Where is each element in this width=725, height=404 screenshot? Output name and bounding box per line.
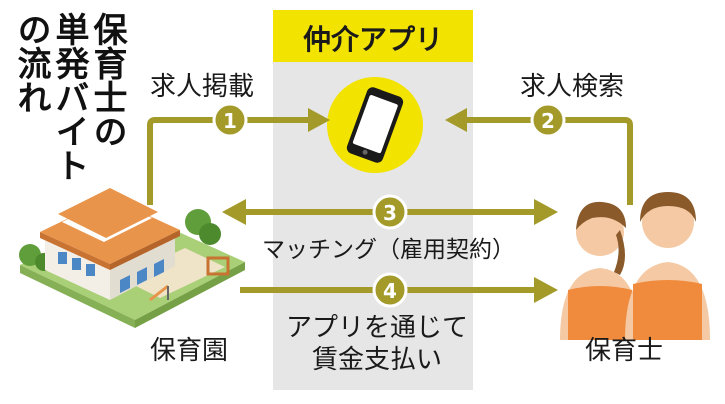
arrow-step-2 xyxy=(445,108,633,205)
nursery-building-illustration xyxy=(19,188,245,328)
app-header-title: 仲介アプリ xyxy=(302,23,443,56)
step-4-label: アプリを通じて 賃金支払い xyxy=(262,312,492,376)
step-4-label-line-2: 賃金支払い xyxy=(311,345,442,375)
title-line-3: の流れ xyxy=(11,12,51,114)
step-4-label-line-1: アプリを通じて xyxy=(285,313,468,343)
childcare-workers-illustration xyxy=(560,192,710,340)
step-3-label: マッチング（雇用契約） xyxy=(262,237,515,263)
step-number-2: 2 xyxy=(541,109,555,133)
step-number-4: 4 xyxy=(383,279,397,303)
step-badge-2: 2 xyxy=(530,102,566,138)
app-header-bg xyxy=(273,10,473,62)
smartphone-icon xyxy=(346,87,404,163)
step-2-label: 求人検索 xyxy=(520,72,625,102)
step-badge-4: 4 xyxy=(372,272,408,308)
childcare-worker-label: 保育士 xyxy=(585,336,664,366)
title-line-2: 単発バイト xyxy=(49,12,89,182)
title-line-1: 保育士の xyxy=(87,12,127,148)
step-badge-3: 3 xyxy=(372,194,408,230)
nursery-label: 保育園 xyxy=(150,336,229,366)
step-1-label: 求人掲載 xyxy=(150,72,255,102)
arrow-step-1 xyxy=(147,108,330,205)
step-number-3: 3 xyxy=(383,201,397,225)
app-band xyxy=(273,10,473,390)
step-number-1: 1 xyxy=(223,109,237,133)
step-badge-1: 1 xyxy=(212,102,248,138)
